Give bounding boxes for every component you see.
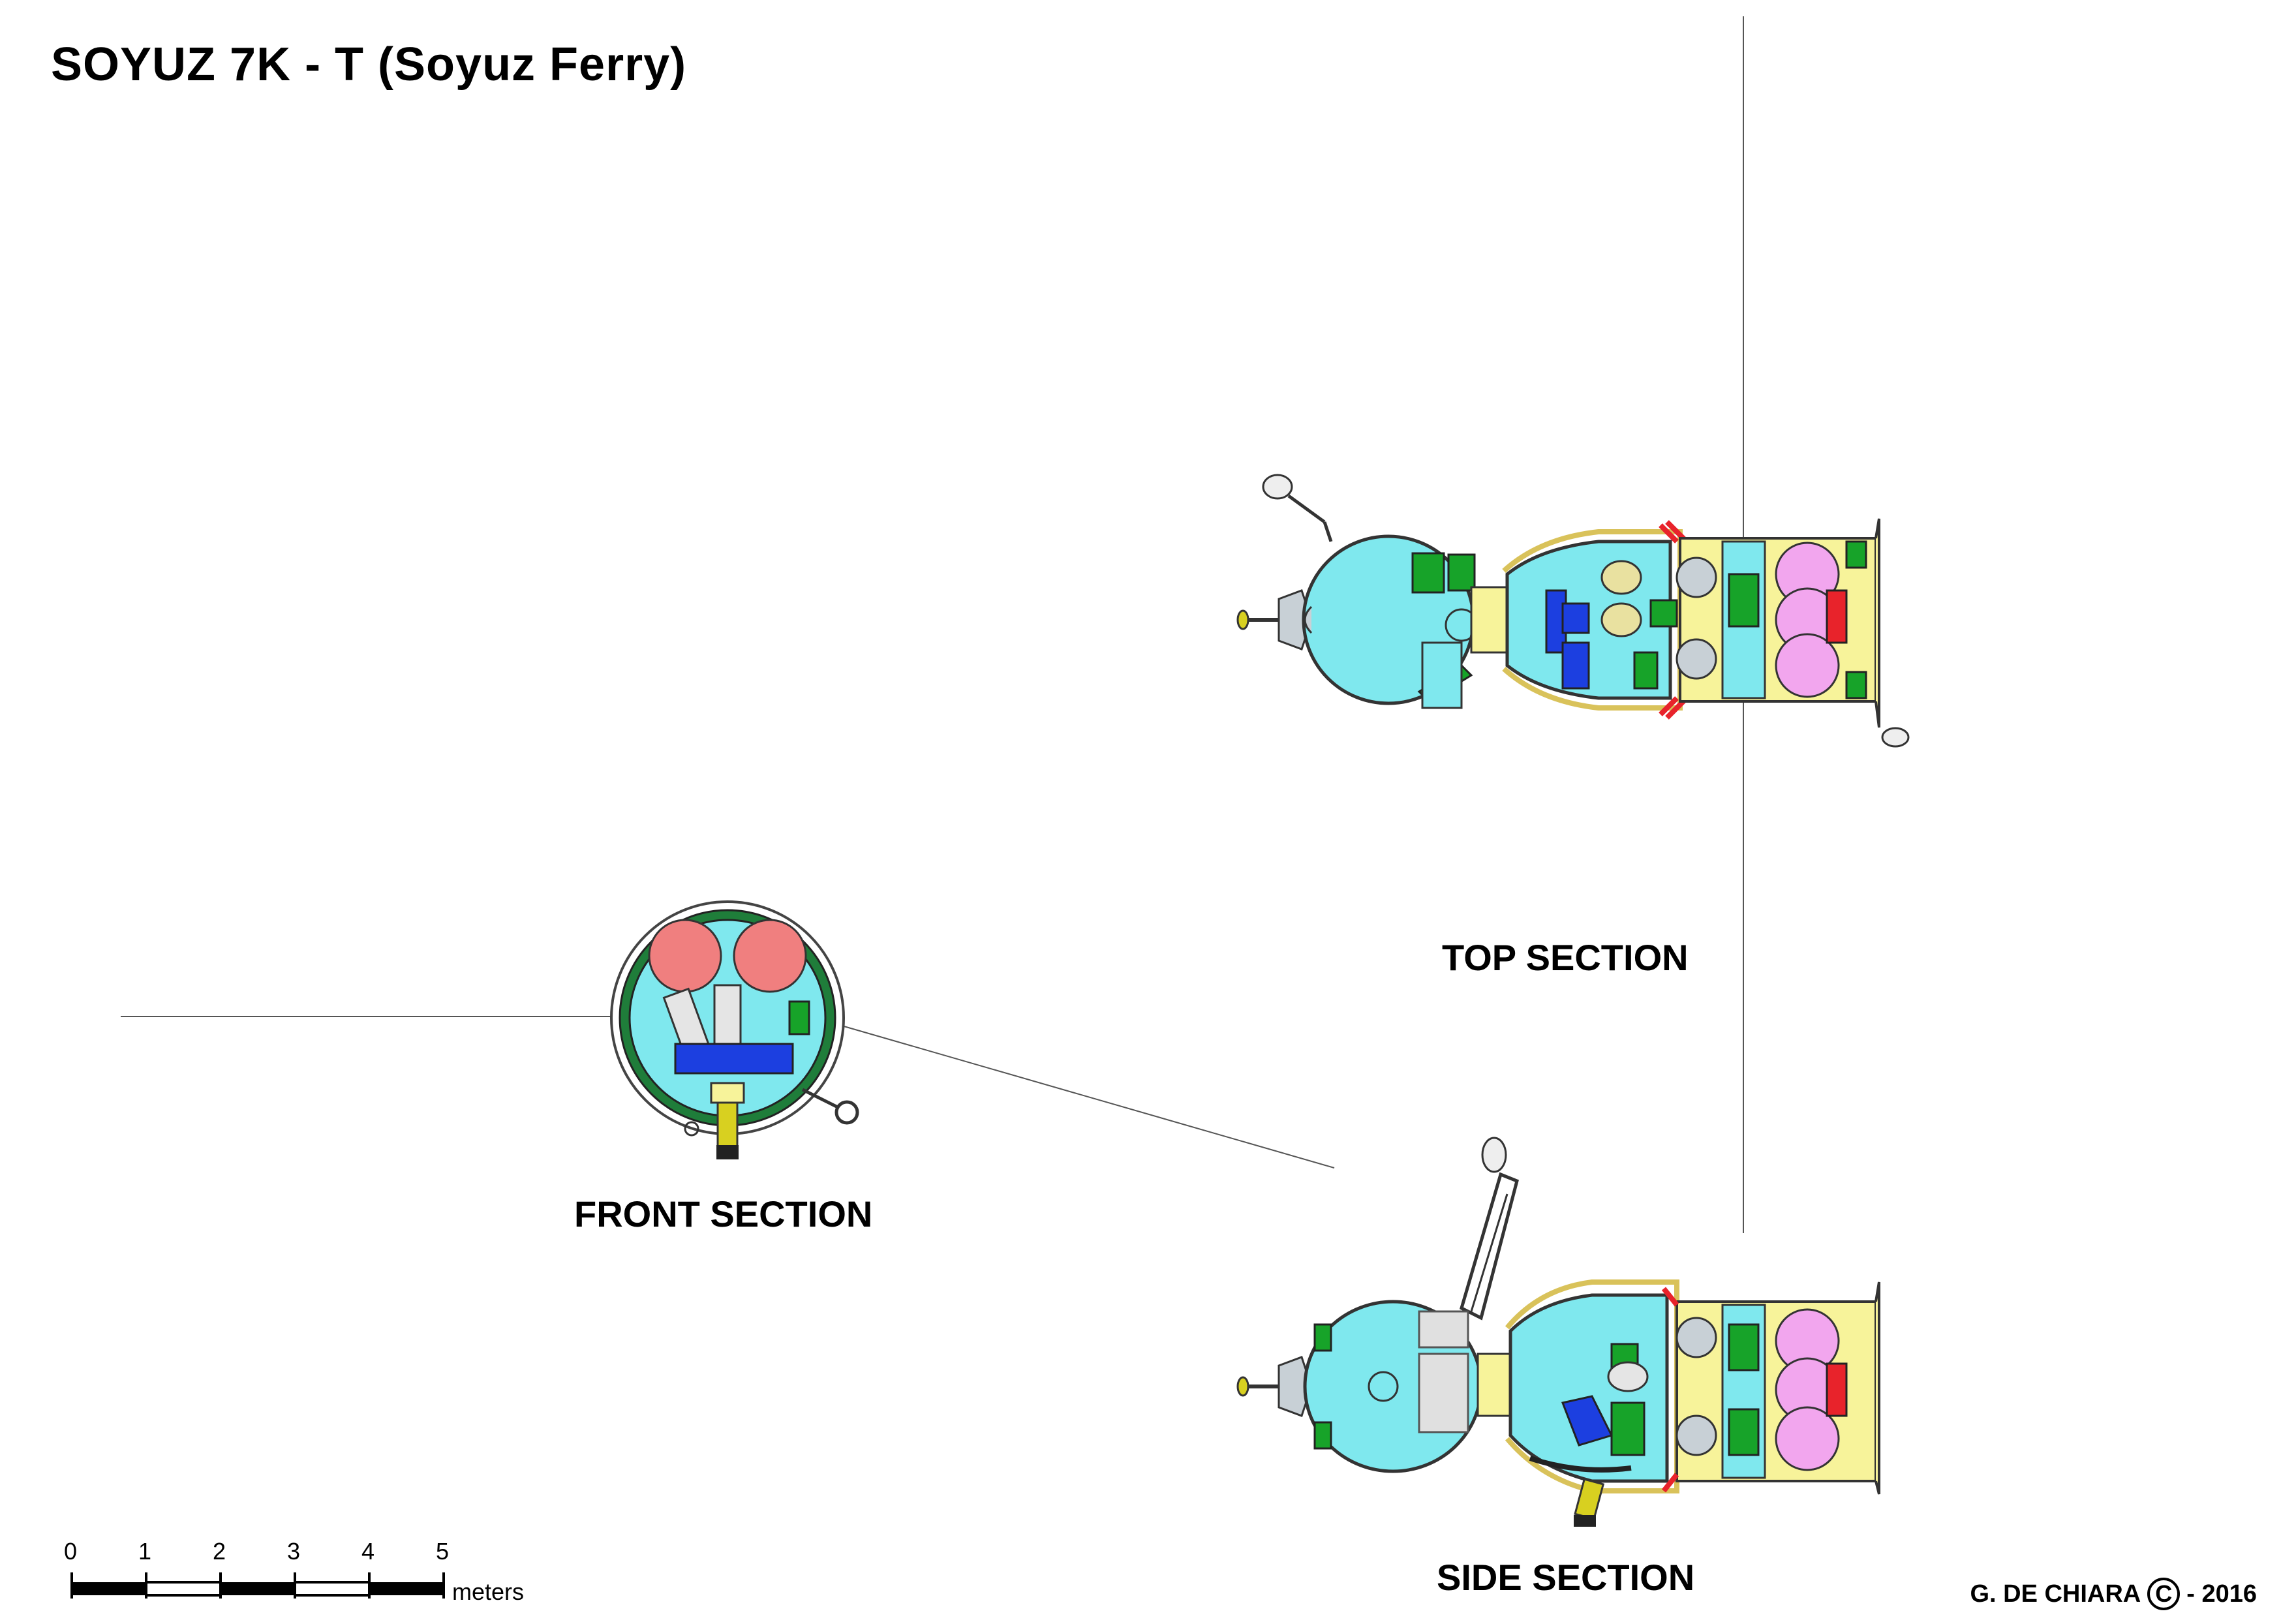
parachute-container-right — [733, 919, 807, 993]
credit-year: - 2016 — [2186, 1580, 2257, 1608]
top-section-view — [1236, 474, 1910, 748]
scale-tick-4: 4 — [361, 1538, 375, 1565]
author-name: G. DE CHIARA — [1970, 1580, 2141, 1608]
label-side-section: SIDE SECTION — [1437, 1557, 1695, 1598]
label-top-section: TOP SECTION — [1442, 937, 1689, 978]
scale-tick-2: 2 — [213, 1538, 226, 1565]
front-section-cut-line-diagonal — [841, 1025, 1335, 1169]
parachute-container-left — [648, 919, 722, 993]
scale-tick-3: 3 — [287, 1538, 300, 1565]
scale-tick-0: 0 — [64, 1538, 77, 1565]
side-section-view — [1236, 1137, 1880, 1527]
copyright-icon: C — [2147, 1578, 2181, 1610]
antenna-dish — [1262, 474, 1293, 500]
side-antenna-dish — [1481, 1137, 1507, 1173]
label-front-section: FRONT SECTION — [574, 1193, 873, 1234]
front-section-view — [610, 900, 859, 1159]
scale-unit: meters — [452, 1578, 524, 1605]
page-title: SOYUZ 7K - T (Soyuz Ferry) — [51, 38, 687, 91]
author-credit: G. DE CHIARA C - 2016 — [1970, 1578, 2257, 1610]
scale-tick-5: 5 — [436, 1538, 449, 1565]
scale-bar: 0 1 2 3 4 5 meters — [64, 1538, 524, 1605]
scale-tick-1: 1 — [138, 1538, 151, 1565]
